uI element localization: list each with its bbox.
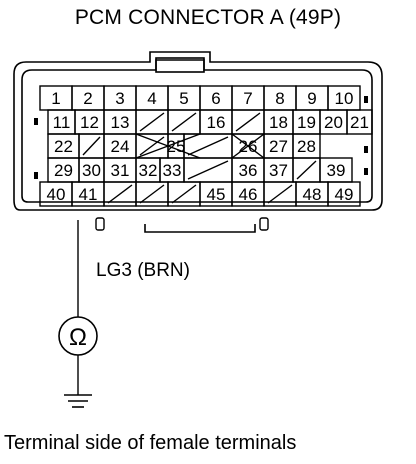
terminal-label: 32: [139, 161, 158, 180]
footer-caption: Terminal side of female terminals: [4, 432, 297, 454]
terminal-label: 3: [115, 89, 124, 108]
empty-terminal-slash: [187, 136, 229, 156]
empty-terminal-slash: [296, 160, 317, 180]
empty-terminal-slash: [267, 184, 293, 204]
terminal-label: 49: [335, 185, 354, 204]
terminal-label: 16: [207, 113, 226, 132]
terminal-label: 24: [111, 137, 130, 156]
terminal-cell: [346, 109, 373, 135]
terminal-label: 5: [179, 89, 188, 108]
ground-icon: [64, 394, 92, 408]
terminal-cell: [327, 181, 361, 207]
right-mark: [364, 168, 368, 175]
empty-terminal-slash: [171, 112, 197, 132]
terminal-label: 40: [47, 185, 66, 204]
left-mark: [34, 172, 38, 179]
ohm-icon: Ω: [69, 324, 87, 351]
terminal-label: 11: [53, 113, 71, 132]
terminal-label: 13: [111, 113, 130, 132]
terminal-label: 48: [303, 185, 322, 204]
wire-color-label: LG3 (BRN): [96, 260, 190, 281]
terminal-label: 29: [54, 161, 73, 180]
terminal-label: 25: [167, 137, 186, 156]
empty-terminal-slash: [139, 136, 165, 156]
terminal-label: 31: [111, 161, 130, 180]
terminal-label: 21: [350, 113, 369, 132]
connector-latch: [155, 57, 205, 73]
right-mark: [364, 96, 368, 103]
terminal-label: 7: [243, 89, 252, 108]
clip-left: [95, 217, 105, 231]
terminal-label: 26: [239, 137, 258, 156]
empty-terminal-slash: [139, 184, 165, 204]
terminal-label: 46: [239, 185, 258, 204]
empty-terminal-slash: [82, 136, 101, 156]
terminal-label: 6: [211, 89, 220, 108]
clip-right: [259, 217, 269, 231]
terminal-label: 36: [239, 161, 258, 180]
connector-shell: [13, 51, 383, 211]
terminal-label: 27: [269, 137, 288, 156]
terminal-label: 9: [307, 89, 316, 108]
terminal-label: 19: [297, 113, 316, 132]
terminal-label: 10: [335, 89, 354, 108]
connector-lock-tab: [144, 224, 256, 233]
terminal-label: 22: [54, 137, 73, 156]
right-mark: [364, 146, 368, 153]
empty-terminal-slash: [171, 184, 197, 204]
left-mark: [34, 118, 38, 125]
empty-terminal-slash: [139, 112, 165, 132]
empty-terminal-slash: [235, 112, 261, 132]
terminal-label: 39: [327, 161, 346, 180]
connector-inner-shell: [21, 59, 373, 203]
terminal-label: 37: [269, 161, 288, 180]
terminal-label: 8: [275, 89, 284, 108]
terminal-label: 2: [83, 89, 92, 108]
terminal-label: 20: [324, 113, 343, 132]
terminal-label: 41: [79, 185, 98, 204]
terminal-grid: [39, 85, 373, 207]
terminal-label: 30: [82, 161, 101, 180]
terminal-label: 18: [269, 113, 288, 132]
terminal-label: 28: [297, 137, 316, 156]
terminal-label: 4: [147, 89, 156, 108]
empty-terminal-cross: [231, 133, 265, 159]
terminal-label: 45: [207, 185, 226, 204]
empty-terminal-cross: [135, 133, 201, 159]
terminal-label: 1: [51, 89, 60, 108]
empty-terminal-slash: [187, 160, 229, 180]
terminal-label: 12: [80, 113, 99, 132]
empty-terminal-slash: [107, 184, 133, 204]
terminal-label: 33: [163, 161, 182, 180]
diagram-title: PCM CONNECTOR A (49P): [74, 6, 342, 29]
